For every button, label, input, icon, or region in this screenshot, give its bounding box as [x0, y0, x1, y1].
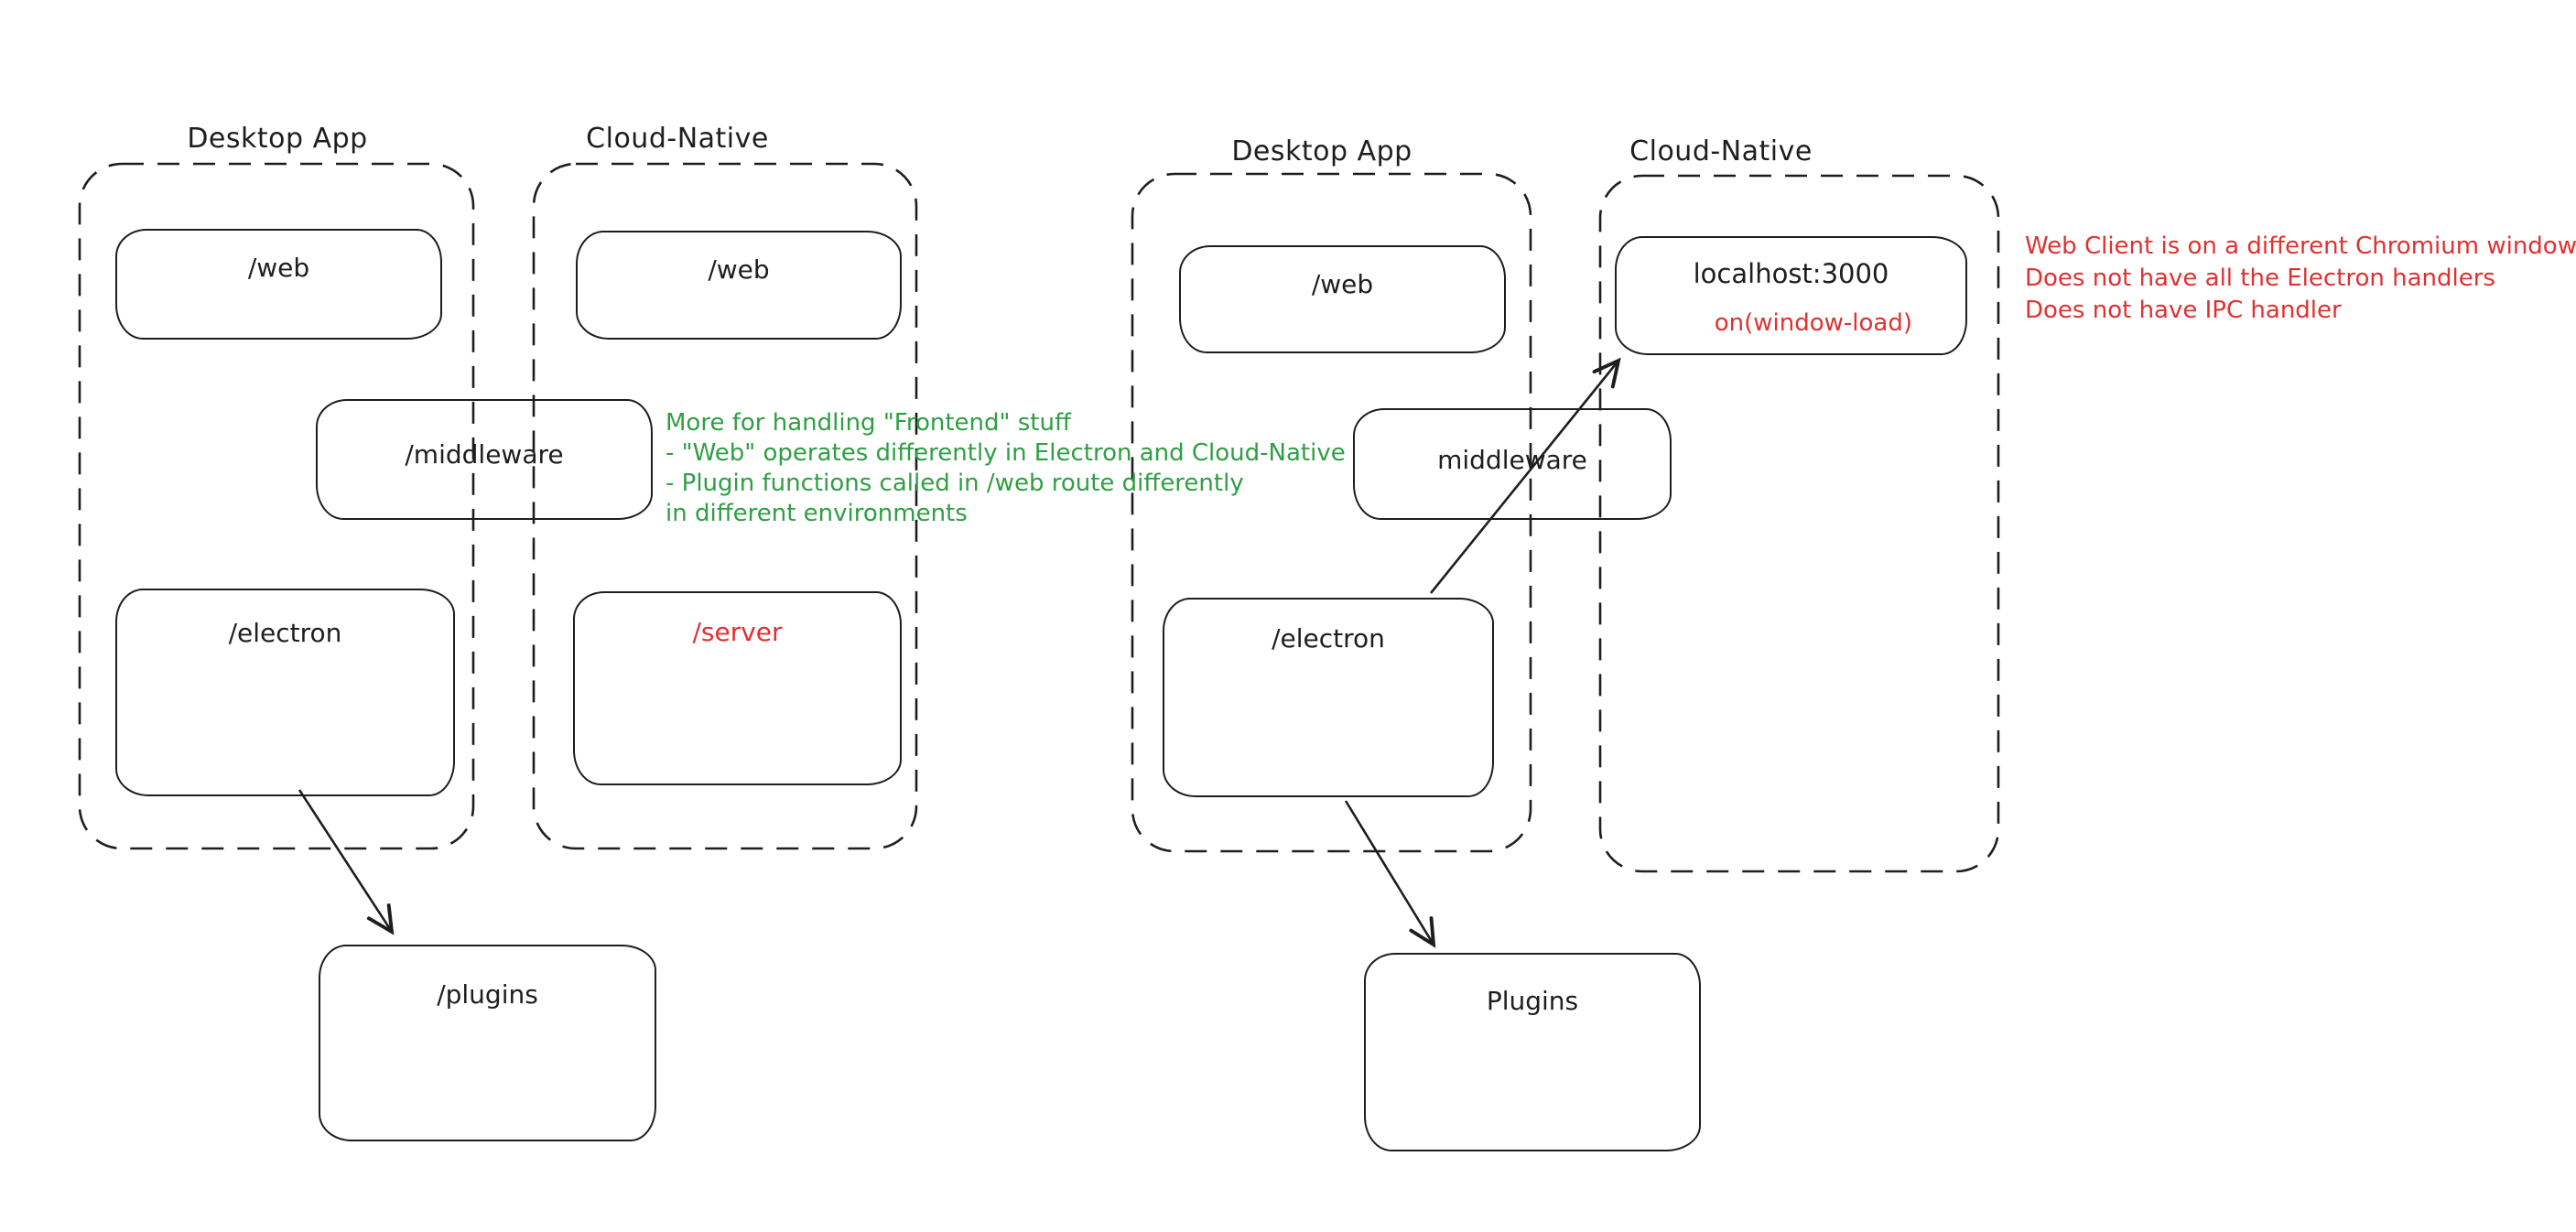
server-box: /server [573, 591, 902, 785]
electron-box-left: /electron [115, 589, 455, 796]
green-note-line: in different environments [666, 500, 968, 527]
web-box-right-label: /web [1311, 269, 1374, 299]
cloud-native-label-right: Cloud-Native [1629, 135, 1813, 168]
web-box-right: /web [1179, 245, 1506, 353]
plugins-box-right: Plugins [1364, 953, 1701, 1151]
middleware-box-left-label: /middleware [405, 439, 564, 470]
window-load-label: on(window-load) [1714, 309, 1912, 337]
web-box-left-desktop-label: /web [247, 253, 310, 283]
middleware-box-left: /middleware [316, 399, 653, 520]
red-note: Web Client is on a different Chromium wi… [2025, 231, 2576, 327]
green-note-line: More for handling "Frontend" stuff [666, 409, 1071, 437]
web-box-left-cloud: /web [576, 231, 902, 340]
green-note-line: - Plugin functions called in /web route … [666, 470, 1244, 497]
middleware-box-right-label: middleware [1437, 445, 1587, 475]
desktop-app-label-left: Desktop App [187, 123, 368, 155]
green-note-line: - "Web" operates differently in Electron… [666, 439, 1346, 467]
electron-box-right: /electron [1163, 598, 1494, 797]
cloud-native-label-left: Cloud-Native [586, 123, 769, 155]
web-box-left-cloud-label: /web [708, 254, 770, 285]
electron-box-right-label: /electron [1272, 623, 1385, 654]
plugins-box-left: /plugins [319, 945, 656, 1141]
server-box-label: /server [692, 617, 783, 647]
red-note-line: Does not have IPC handler [2025, 297, 2342, 324]
arrow-electron-to-plugins-right [1344, 800, 1436, 948]
red-note-line: Does not have all the Electron handlers [2025, 265, 2495, 292]
electron-box-left-label: /electron [228, 618, 342, 648]
plugins-box-left-label: /plugins [437, 979, 538, 1010]
green-note: More for handling "Frontend" stuff - "We… [666, 408, 1346, 529]
localhost-box: localhost:3000 on(window-load) [1615, 236, 1967, 355]
localhost-box-title: localhost:3000 [1693, 258, 1889, 289]
middleware-box-right: middleware [1353, 408, 1672, 520]
arrow-electron-to-plugins-left [298, 789, 395, 935]
web-box-left-desktop: /web [115, 229, 442, 340]
plugins-box-right-label: Plugins [1486, 986, 1579, 1016]
red-note-line: Web Client is on a different Chromium wi… [2025, 232, 2576, 260]
desktop-app-label-right: Desktop App [1231, 135, 1412, 168]
